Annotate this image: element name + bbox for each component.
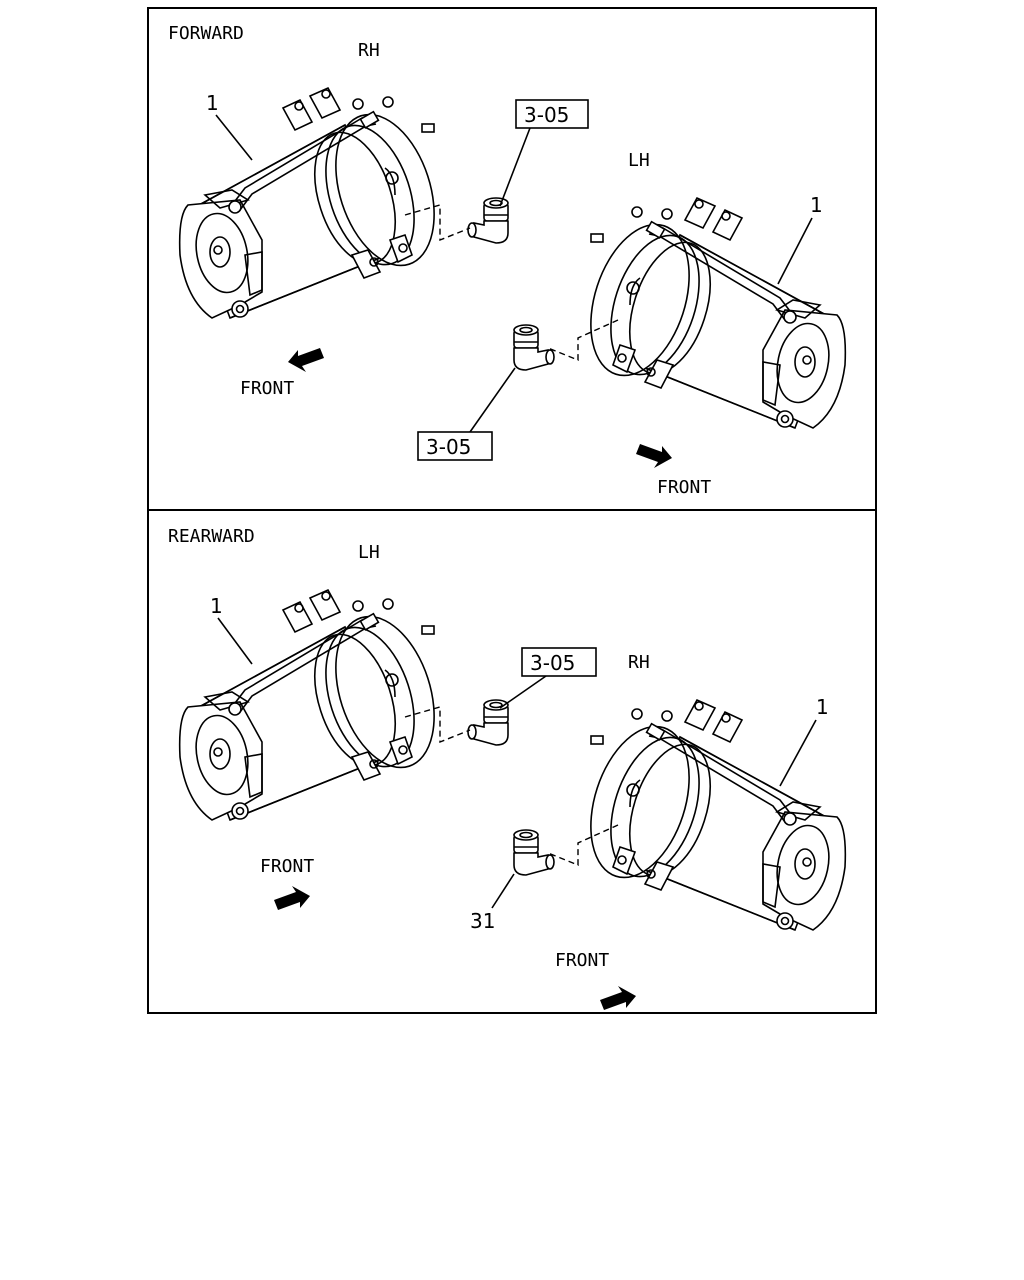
elbow-fitting-right (513, 324, 555, 371)
front-label-right: FRONT (555, 950, 609, 971)
elbow-fitting-left (467, 197, 509, 244)
callout-number-left-unit: 1 (210, 594, 223, 618)
side-label-left-unit: LH (358, 542, 380, 563)
part-number-label: 31 (470, 909, 495, 933)
callout-number-right-unit: 1 (810, 193, 823, 217)
panel-forward: FORWARD RH LH 1 1 3-05 3-05 FRONT FRONT (168, 23, 845, 498)
ref-label-right: 3-05 (426, 435, 471, 459)
side-label-right-unit: LH (628, 150, 650, 171)
front-arrow-right (600, 986, 636, 1010)
panel-heading: FORWARD (168, 23, 244, 44)
callout-number-left-unit: 1 (206, 91, 219, 115)
panel-rearward: REARWARD LH RH 1 1 3-05 31 FRONT FRONT (168, 526, 845, 1010)
ref-box-left (521, 647, 597, 677)
ref-label-left: 3-05 (530, 651, 575, 675)
front-arrow-left (274, 886, 310, 910)
side-label-right-unit: RH (628, 652, 650, 673)
front-arrow-right (636, 444, 672, 468)
motor-unit-right (573, 700, 845, 930)
front-label-right: FRONT (657, 477, 711, 498)
front-label-left: FRONT (240, 378, 294, 399)
ref-box-right (417, 431, 493, 461)
motor-unit-left (178, 589, 453, 821)
ref-box-left (515, 99, 589, 129)
callout-number-right-unit: 1 (816, 695, 829, 719)
ref-label-left: 3-05 (524, 103, 569, 127)
side-label-left-unit: RH (358, 40, 380, 61)
motor-unit-left (178, 87, 453, 319)
front-arrow-left (288, 348, 324, 372)
panel-heading: REARWARD (168, 526, 255, 547)
elbow-fitting-right (513, 829, 555, 876)
front-label-left: FRONT (260, 856, 314, 877)
